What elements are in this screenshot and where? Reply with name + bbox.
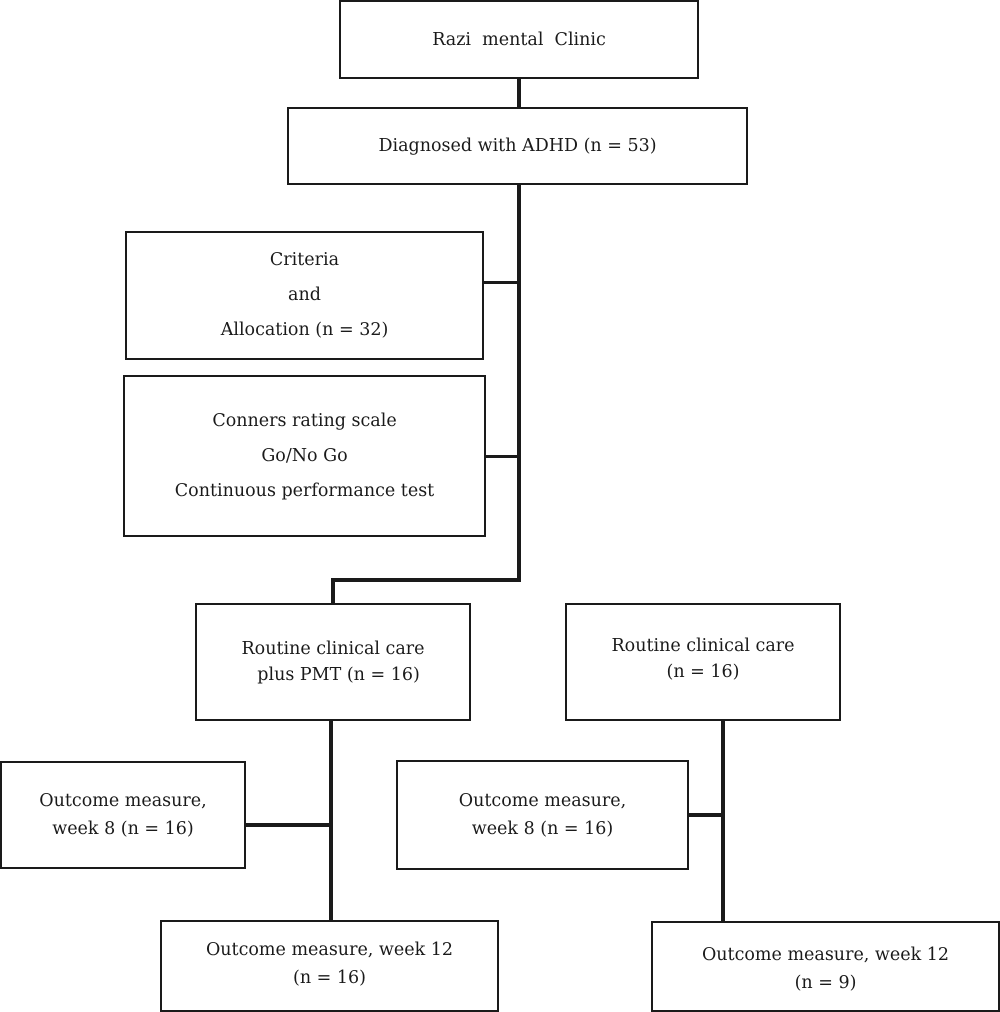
- connector-trunk: [517, 183, 521, 581]
- pmt-group-box: Routine clinical care plus PMT (n = 16): [195, 603, 471, 721]
- connector-routine-column: [721, 719, 725, 923]
- criteria-line-3: Allocation (n = 32): [220, 320, 389, 340]
- pmt-group-line-1: Routine clinical care: [241, 639, 425, 659]
- connector-pmt-column: [329, 719, 333, 922]
- diagnosed-box: Diagnosed with ADHD (n = 53): [287, 107, 748, 185]
- criteria-line-1: Criteria: [269, 250, 340, 270]
- routine-group-box: Routine clinical care (n = 16): [565, 603, 841, 721]
- routine-group-line-2: (n = 16): [666, 662, 740, 682]
- routine-week8-box: Outcome measure, week 8 (n = 16): [396, 760, 689, 870]
- pmt-week8-box: Outcome measure, week 8 (n = 16): [0, 761, 246, 869]
- pmt-week8-line-2: week 8 (n = 16): [52, 819, 194, 839]
- routine-week8-line-2: week 8 (n = 16): [471, 819, 614, 839]
- measures-line-2: Go/No Go: [261, 445, 348, 466]
- connector-trunk-left-turn: [331, 578, 521, 582]
- connector-to-pmt-group: [331, 578, 335, 605]
- routine-week12-box: Outcome measure, week 12 (n = 9): [651, 921, 1000, 1012]
- clinic-label: Razi mental Clinic: [432, 29, 606, 50]
- pmt-group-line-2: plus PMT (n = 16): [246, 665, 420, 685]
- connector-clinic-diagnosed: [517, 77, 521, 109]
- connector-criteria-branch: [483, 281, 521, 284]
- diagnosed-label: Diagnosed with ADHD (n = 53): [378, 136, 657, 156]
- measures-box: Conners rating scale Go/No Go Continuous…: [123, 375, 486, 537]
- pmt-week12-box: Outcome measure, week 12 (n = 16): [160, 920, 499, 1012]
- pmt-week12-line-1: Outcome measure, week 12: [205, 940, 454, 960]
- routine-week12-line-1: Outcome measure, week 12: [701, 945, 950, 965]
- connector-routine-week8-branch: [688, 813, 725, 817]
- routine-week12-line-2: (n = 9): [794, 973, 857, 993]
- connector-pmt-week8-branch: [245, 823, 333, 827]
- measures-line-3: Continuous performance test: [174, 480, 435, 501]
- pmt-week8-line-1: Outcome measure,: [39, 791, 207, 811]
- clinic-box: Razi mental Clinic: [339, 0, 699, 79]
- connector-measures-branch: [485, 455, 521, 458]
- routine-group-line-1: Routine clinical care: [611, 636, 795, 656]
- pmt-week12-line-2: (n = 16): [293, 968, 366, 988]
- criteria-line-2: and: [288, 285, 321, 305]
- criteria-box: Criteria and Allocation (n = 32): [125, 231, 484, 360]
- routine-week8-line-1: Outcome measure,: [458, 791, 627, 811]
- measures-line-1: Conners rating scale: [212, 410, 397, 431]
